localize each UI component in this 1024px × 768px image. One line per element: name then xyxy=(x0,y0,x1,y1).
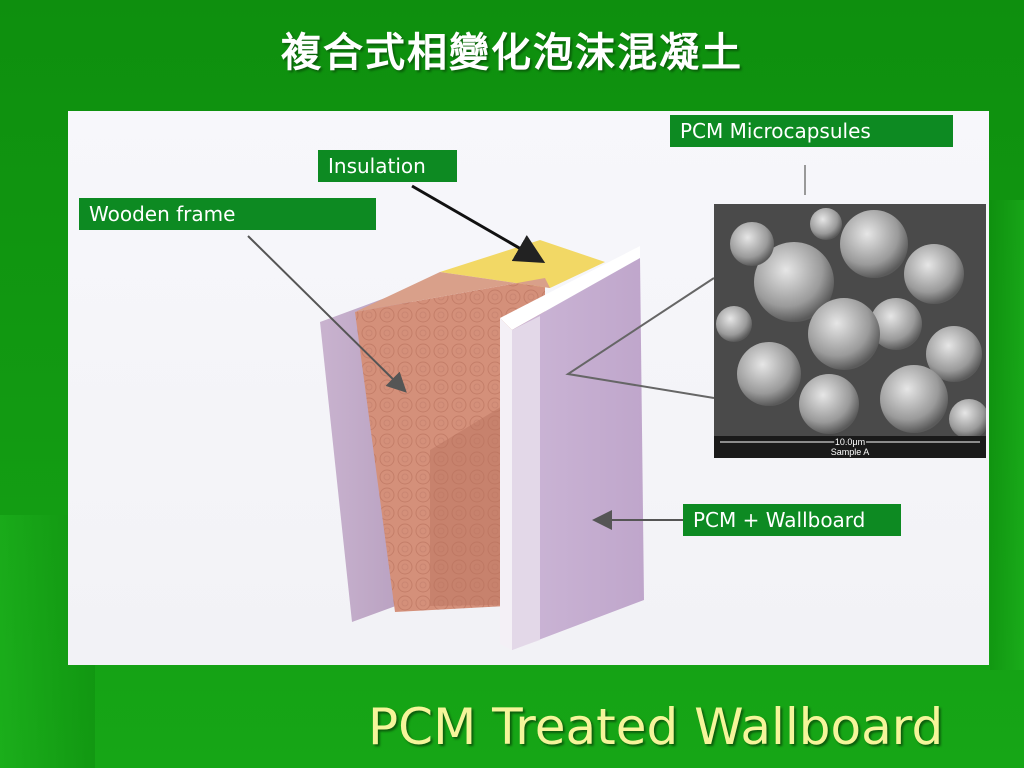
micrograph-scale-bar: 10.0μm xyxy=(835,437,865,447)
insulation-arrow xyxy=(411,184,546,264)
microcapsule-leader xyxy=(565,277,715,399)
pcm-wallboard-edge xyxy=(500,246,640,330)
micrograph-sample-label: Sample A xyxy=(831,447,870,457)
wood-top xyxy=(355,272,550,312)
microcapsule-micrograph: 10.0μm Sample A xyxy=(714,204,986,458)
microcapsule-spheres xyxy=(716,208,986,439)
pcm-wallboard xyxy=(512,258,644,650)
label-wooden-frame: Wooden frame xyxy=(79,198,376,230)
slide-title: 複合式相變化泡沫混凝土 xyxy=(281,29,743,76)
wooden-frame-arrow xyxy=(247,235,407,393)
slide-caption: PCM Treated Wallboard xyxy=(368,698,944,756)
label-insulation: Insulation xyxy=(318,150,457,182)
pcm-wallboard-light-strip xyxy=(512,316,540,650)
insulation-layer xyxy=(440,240,605,288)
label-pcm-microcapsules: PCM Microcapsules xyxy=(670,115,953,147)
background-stripe-right xyxy=(990,200,1024,670)
label-pcm-wallboard: PCM + Wallboard xyxy=(683,504,901,536)
wooden-frame xyxy=(355,278,545,612)
pcm-wallboard-side xyxy=(500,318,512,650)
